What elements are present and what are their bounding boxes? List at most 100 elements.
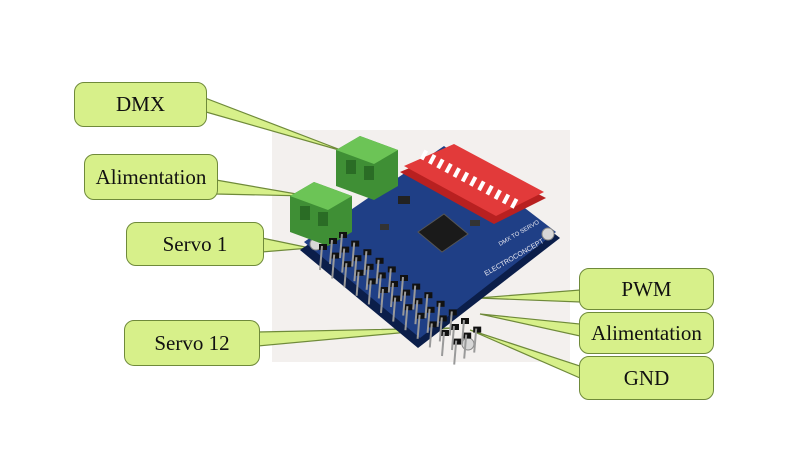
header-pin <box>428 323 433 348</box>
header-pin <box>329 239 333 265</box>
header-pin <box>400 276 404 302</box>
pin-header-base <box>451 324 459 330</box>
mounting-hole <box>461 337 475 351</box>
header-pin <box>438 317 443 342</box>
pin-header-base <box>353 255 362 262</box>
dmx-terminal-block <box>336 136 398 200</box>
header-pin <box>402 291 407 316</box>
pin-header-base <box>428 321 437 328</box>
pin-header-base <box>390 281 398 287</box>
header-pin <box>387 268 392 293</box>
pin-header-base <box>438 315 447 322</box>
servo-1-callout: Servo 1 <box>126 222 264 266</box>
header-pin <box>453 340 458 365</box>
header-pin <box>448 311 453 336</box>
header-pin <box>365 265 370 290</box>
power-terminal-block <box>290 182 352 246</box>
pin-header-base <box>424 292 433 299</box>
pin-header-base <box>380 287 388 293</box>
pin-header-base <box>463 332 472 339</box>
pin-header-base <box>402 289 411 296</box>
pin-header-base <box>473 326 482 333</box>
mounting-hole <box>541 227 555 241</box>
pin-header-base <box>416 312 425 319</box>
pin-header-base <box>329 238 337 244</box>
pin-header-base <box>377 272 386 279</box>
dmx-callout: DMX <box>74 82 207 127</box>
pin-header-base <box>331 252 340 259</box>
dip-lever <box>493 189 502 200</box>
microcontroller-chip <box>417 213 469 253</box>
gnd-callout: GND <box>579 356 714 400</box>
pwm-callout: PWM <box>579 268 714 310</box>
pin-header-base <box>426 306 435 313</box>
header-pin <box>339 233 343 259</box>
dip-switch <box>400 144 546 224</box>
dip-lever <box>419 149 429 161</box>
pin-header-base <box>339 232 347 238</box>
dip-levers <box>419 149 519 209</box>
header-pin <box>441 331 445 357</box>
dip-lever <box>444 162 453 174</box>
dip-lever <box>436 158 445 170</box>
pin-header-base <box>355 269 364 276</box>
header-pin <box>390 282 394 308</box>
header-pin <box>392 297 397 322</box>
dip-lever <box>469 176 478 187</box>
header-pin <box>412 285 417 310</box>
header-pin <box>416 314 421 339</box>
pin-header-base <box>387 266 396 273</box>
dip-lever <box>428 154 437 165</box>
header-pin <box>473 328 478 353</box>
smd-component <box>398 196 410 204</box>
alimentation-right-callout: Alimentation <box>579 312 714 354</box>
pin-header-base <box>343 261 352 268</box>
header-pin <box>461 319 465 345</box>
dip-lever <box>460 171 470 183</box>
dip-lever <box>501 193 511 205</box>
pin-header-base <box>319 244 327 250</box>
header-pin <box>331 254 336 279</box>
header-pin <box>414 300 419 325</box>
pin-header-base <box>448 309 457 316</box>
pin-header-base <box>404 304 413 311</box>
smd-component <box>380 224 389 230</box>
pin-header-base <box>351 240 360 247</box>
pin-header-base <box>363 249 372 256</box>
header-pin <box>355 271 360 296</box>
header-pin <box>375 259 380 284</box>
pin-header-base <box>375 257 384 264</box>
servo-12-callout: Servo 12 <box>124 320 260 366</box>
dip-lever <box>510 198 519 209</box>
alimentation-left-callout: Alimentation <box>84 154 218 200</box>
dip-lever <box>485 184 494 196</box>
pin-header-base <box>392 295 401 302</box>
header-pin <box>351 242 356 267</box>
servo-pin-headers <box>319 232 482 365</box>
header-pin <box>319 245 323 271</box>
pin-header-base <box>400 275 408 281</box>
pin-header-base <box>367 278 376 285</box>
header-pin <box>353 257 358 282</box>
header-pin <box>424 294 429 319</box>
pin-header-base <box>341 246 350 253</box>
header-pin <box>377 274 382 299</box>
header-pin <box>451 325 455 351</box>
header-pin <box>341 248 346 273</box>
pin-header-base <box>414 298 423 305</box>
pin-header-base <box>461 318 469 324</box>
pin-header-base <box>453 338 462 345</box>
smd-component <box>470 220 480 226</box>
header-pin <box>367 280 372 305</box>
dip-lever <box>477 180 486 192</box>
header-pin <box>343 263 348 288</box>
header-pin <box>436 302 441 327</box>
header-pin <box>363 251 368 276</box>
header-pin <box>426 308 431 333</box>
pin-header-base <box>412 283 421 290</box>
pin-header-base <box>365 263 374 270</box>
header-pin <box>463 334 468 359</box>
pin-header-base <box>436 300 445 307</box>
header-pin <box>380 288 384 314</box>
